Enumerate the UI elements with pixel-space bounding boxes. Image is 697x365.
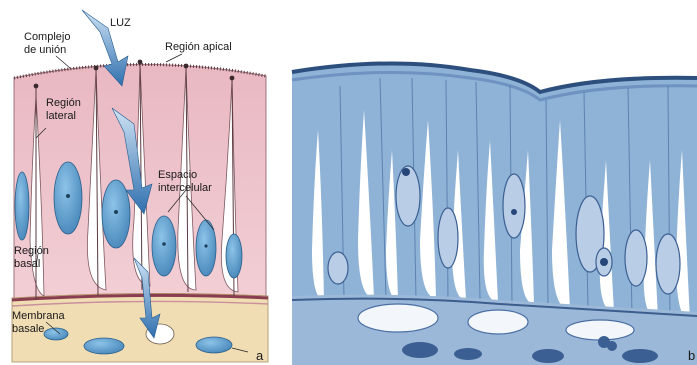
label-espacio-line2: intercelular: [158, 182, 212, 194]
label-complejo-line1: Complejo: [24, 31, 70, 43]
panel-a-diagram: LUZ Complejo de unión Región apical Regi…: [12, 10, 268, 363]
panel-b-label: b: [688, 348, 695, 363]
label-membrana-line2: basale: [12, 323, 44, 335]
label-espacio-line1: Espacio: [158, 169, 197, 181]
label-membrana-line1: Membrana: [12, 310, 65, 322]
label-region-lateral-line1: Región: [46, 97, 81, 109]
panel-a-label: a: [256, 348, 264, 363]
label-complejo-line2: de unión: [24, 44, 66, 56]
label-luz: LUZ: [110, 17, 131, 29]
nucleus: [226, 234, 242, 278]
label-region-basal-line2: basal: [14, 258, 40, 270]
nucleus: [152, 216, 176, 276]
label-region-basal-line1: Región: [14, 245, 49, 257]
label-region-lateral-line2: lateral: [46, 110, 76, 122]
label-region-apical: Región apical: [165, 41, 232, 53]
nucleus: [15, 172, 29, 240]
panel-b-micrograph: b: [292, 56, 697, 365]
